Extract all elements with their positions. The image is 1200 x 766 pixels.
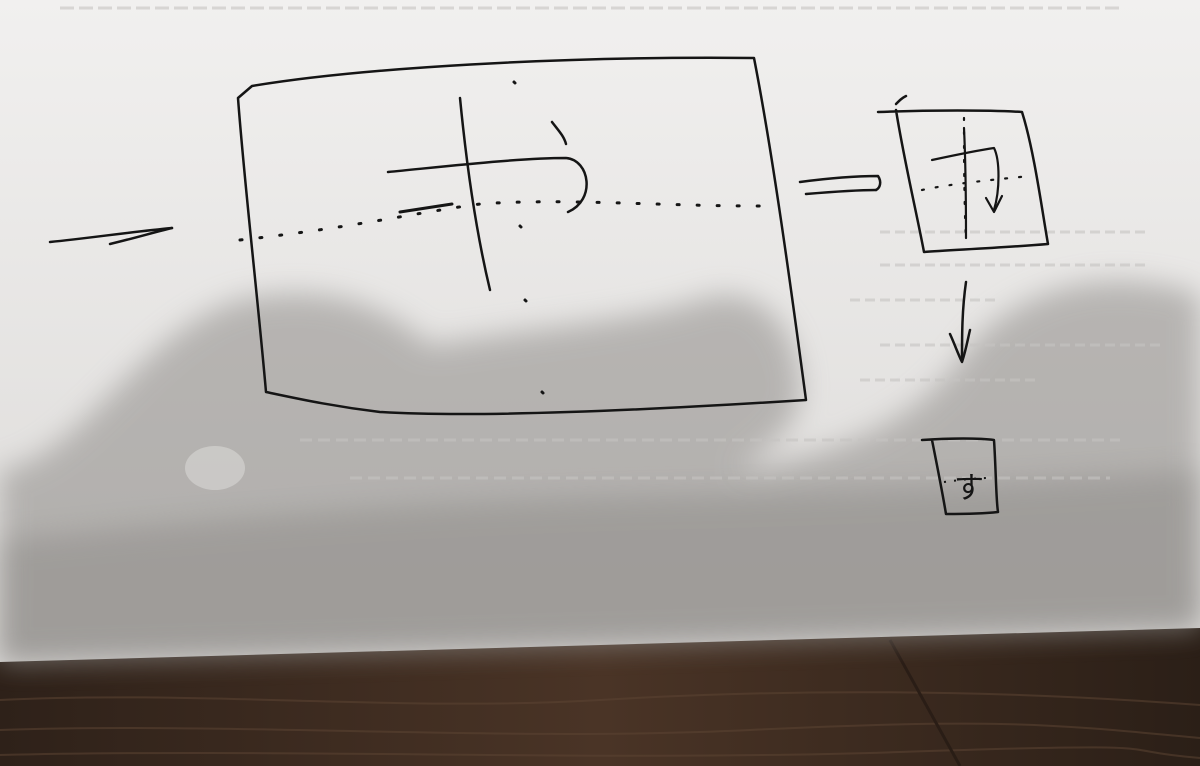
down-arrow-icon <box>948 280 972 364</box>
ink-sketch <box>48 56 1050 516</box>
stray-dots <box>512 80 545 395</box>
double-arrow-icon <box>798 174 882 196</box>
light-reflection <box>185 446 245 490</box>
cropped-dotted-guide <box>920 116 1032 242</box>
cropped-frame-tick <box>894 94 908 106</box>
final-frame <box>920 437 1000 516</box>
final-character: す <box>954 471 984 506</box>
large-frame <box>236 56 808 416</box>
bleed-through-text <box>60 6 1160 480</box>
cropped-frame <box>876 108 1050 254</box>
cropped-character-strokes <box>930 126 1004 240</box>
shadow-core <box>0 470 1200 662</box>
guide-dash-segment <box>398 202 454 214</box>
input-arrow-icon <box>48 226 174 246</box>
large-dotted-guide <box>238 200 762 242</box>
large-character-strokes <box>386 96 588 292</box>
wood-grain <box>0 639 1200 766</box>
